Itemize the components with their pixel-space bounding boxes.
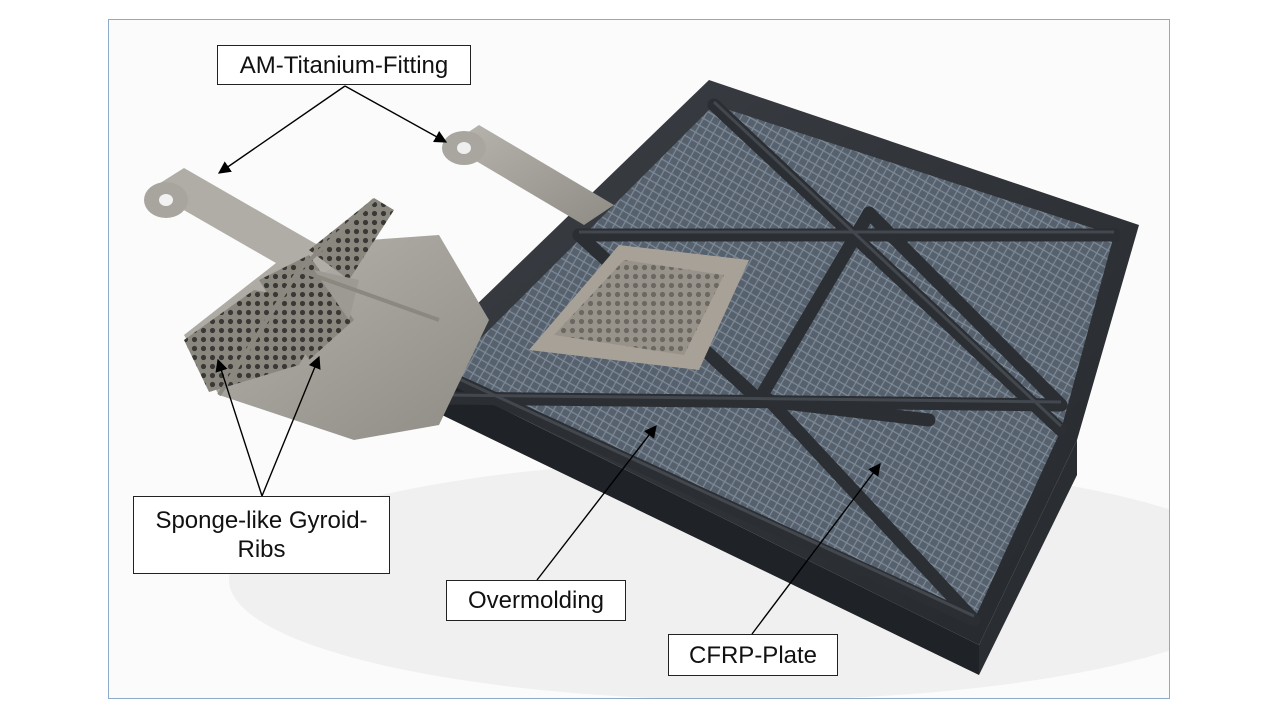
label-am-titanium-fitting-text: AM-Titanium-Fitting: [239, 51, 449, 79]
label-cfrp-plate: CFRP-Plate: [668, 634, 838, 676]
label-gyroid-ribs-line2: Ribs: [237, 536, 286, 563]
label-overmolding-text: Overmolding: [467, 587, 605, 614]
label-overmolding: Overmolding: [446, 580, 626, 621]
label-am-titanium-fitting: AM-Titanium-Fitting: [217, 45, 471, 85]
photo-frame: [108, 19, 1170, 699]
titanium-fitting-on-plate: [442, 125, 614, 225]
label-gyroid-ribs-line1: Sponge-like Gyroid-: [155, 507, 368, 534]
label-cfrp-plate-text: CFRP-Plate: [688, 641, 818, 669]
product-photo: [109, 20, 1169, 698]
label-gyroid-ribs: Sponge-like Gyroid- Ribs: [133, 496, 390, 574]
